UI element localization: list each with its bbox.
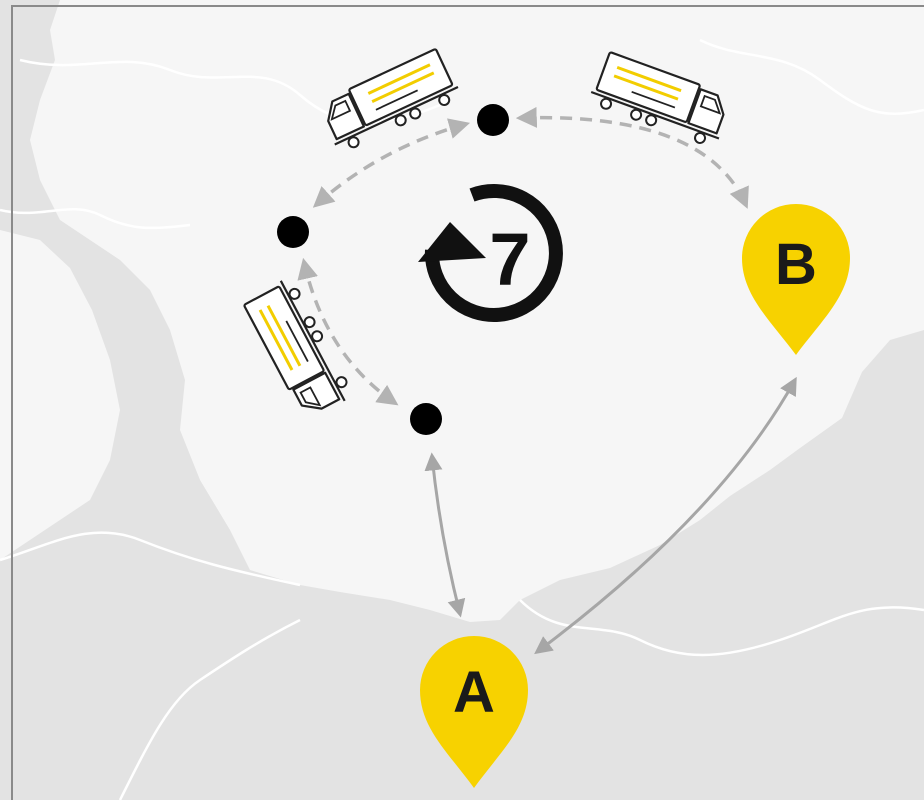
pin-label-b: B (775, 232, 817, 297)
rotation-count-label: 7 (489, 218, 530, 301)
route-arrow-waypoint-to-a (424, 452, 466, 618)
border-line-southwest (0, 531, 301, 587)
border-line-northeast (699, 38, 924, 115)
route-arrow-top-left (312, 118, 471, 208)
sea-region-east (690, 340, 924, 800)
origin-pin-a: A (420, 636, 528, 788)
waypoint-top (477, 104, 509, 136)
image-frame (11, 5, 924, 800)
waypoint-left (277, 216, 309, 248)
destination-pin-b: B (742, 204, 850, 355)
rotate-counterclockwise-icon: 7 (418, 184, 563, 322)
border-line-west (0, 207, 191, 230)
route-arrow-left-down (297, 257, 399, 406)
border-line-south (118, 618, 301, 800)
route-arrow-top-right (515, 106, 749, 209)
pin-label-a: A (453, 660, 495, 725)
waypoint-lower (410, 403, 442, 435)
land-region-west-strip (0, 230, 120, 560)
route-arrow-a-to-b (534, 376, 797, 655)
